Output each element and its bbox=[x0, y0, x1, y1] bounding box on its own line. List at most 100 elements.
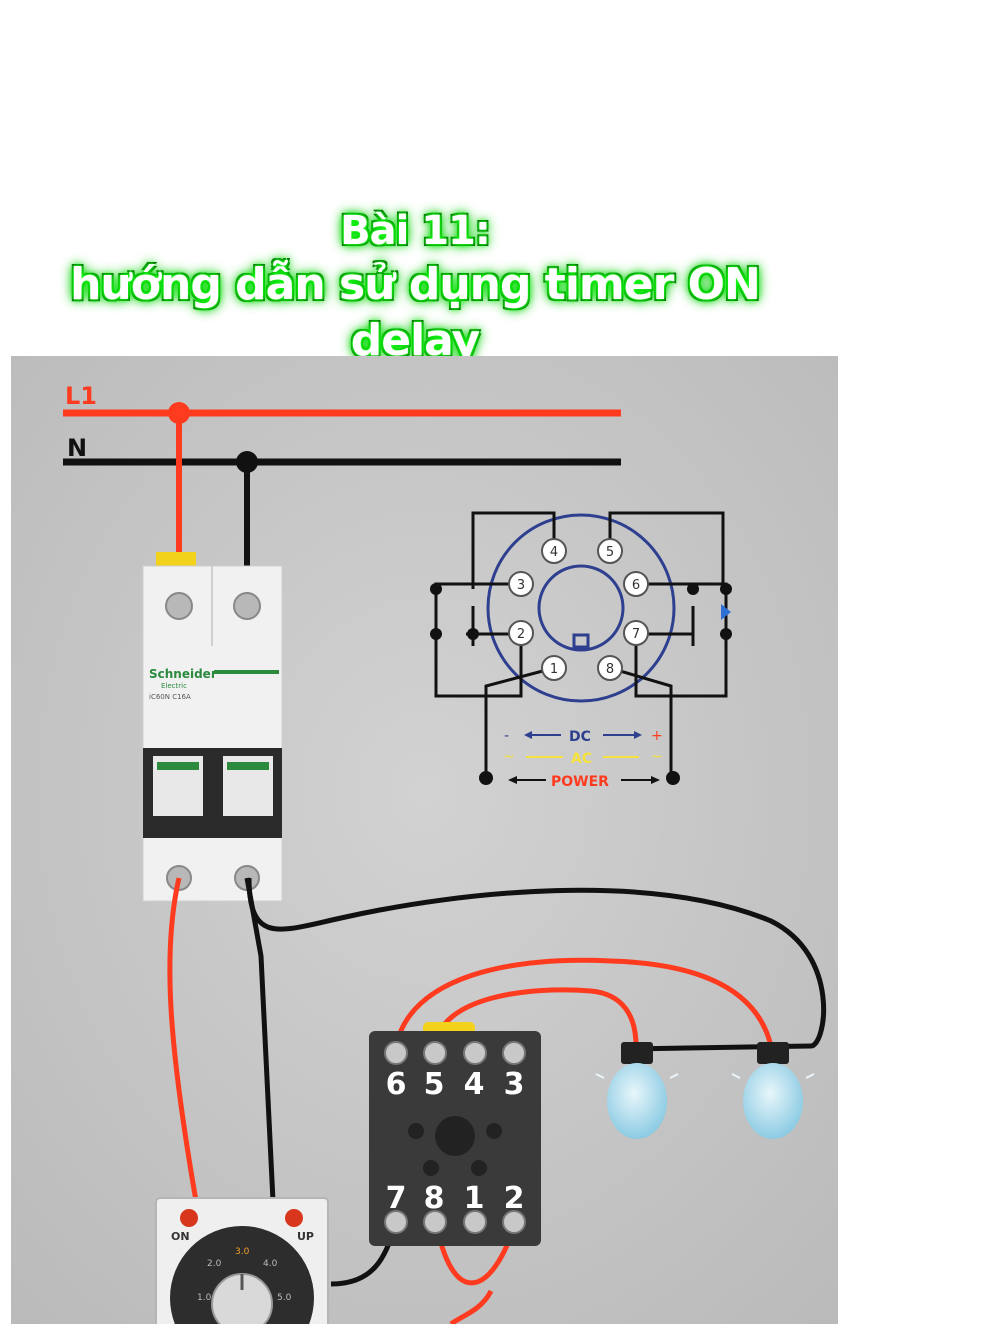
terminal-screw bbox=[423, 1041, 447, 1065]
relay-base-hole bbox=[471, 1160, 487, 1176]
terminal-label-7: 7 bbox=[386, 1181, 407, 1216]
breaker-handle-left-mark bbox=[157, 762, 199, 770]
dc-plus: + bbox=[651, 728, 663, 744]
lamp-2-glow bbox=[805, 1073, 815, 1079]
relay-base-center-hole bbox=[435, 1116, 475, 1156]
lamp-1-glow bbox=[595, 1073, 605, 1079]
socket-inner-ring bbox=[537, 564, 625, 652]
lamp-2-bulb-icon bbox=[743, 1063, 803, 1139]
circuit-breaker: Schneider Electric iC60N C16A bbox=[142, 552, 283, 902]
lamp-2 bbox=[731, 1042, 815, 1139]
terminal-screw bbox=[502, 1210, 526, 1234]
relay-socket-base: 6 5 4 3 7 8 1 2 bbox=[369, 1022, 541, 1246]
contact-arrow-icon bbox=[721, 604, 731, 620]
socket-key bbox=[572, 633, 590, 649]
breaker-terminal-top-left bbox=[165, 592, 193, 620]
terminal-label-4: 4 bbox=[464, 1067, 485, 1102]
terminal-label-2: 2 bbox=[504, 1181, 525, 1216]
breaker-handle-right-mark bbox=[227, 762, 269, 770]
pin-5-label: 5 bbox=[606, 545, 614, 560]
socket-pin-diagram: 4 5 3 6 2 7 1 8 - DC + ~ AC ~ POWER bbox=[430, 511, 732, 790]
power-arrow-left-head bbox=[508, 776, 517, 784]
terminal-label-1: 1 bbox=[464, 1181, 485, 1216]
neutral-to-lamps-wire bbox=[246, 877, 827, 1052]
timer-up-label: UP bbox=[297, 1230, 314, 1243]
terminal-label-8: 8 bbox=[424, 1181, 445, 1216]
terminal-screw bbox=[423, 1210, 447, 1234]
dial-mark-4: 4.0 bbox=[263, 1259, 278, 1269]
caption-line-2: hướng dẫn sử dụng timer ON delay bbox=[70, 259, 761, 366]
timer-relay: ON UP 1.0 2.0 3.0 4.0 5.0 bbox=[155, 1197, 329, 1324]
dial-mark-5: 5.0 bbox=[277, 1293, 292, 1303]
caption-line-1: Bài 11: bbox=[340, 208, 491, 254]
relay-base-hole bbox=[423, 1160, 439, 1176]
pin-8-label: 8 bbox=[606, 662, 614, 677]
dc-label: DC bbox=[569, 729, 591, 745]
dial-mark-3: 3.0 bbox=[235, 1247, 250, 1257]
pin-7-label: 7 bbox=[632, 627, 640, 642]
dial-mark-2: 2.0 bbox=[207, 1259, 222, 1269]
relay-base-hole bbox=[486, 1123, 502, 1139]
bottom-terminal-screws bbox=[384, 1210, 526, 1234]
terminal-screw bbox=[384, 1210, 408, 1234]
power-terminal-right bbox=[666, 771, 680, 785]
l1-label: L1 bbox=[65, 382, 97, 410]
terminal-screw bbox=[384, 1041, 408, 1065]
contact-dot bbox=[467, 628, 479, 640]
lamp-1 bbox=[595, 1042, 679, 1139]
ac-tilde-right: ~ bbox=[651, 749, 663, 765]
contact-dot bbox=[430, 628, 442, 640]
top-terminal-screws bbox=[384, 1041, 526, 1065]
supply-lines: L1 N bbox=[63, 382, 621, 473]
contact-wiring bbox=[434, 511, 728, 778]
pin-3-label: 3 bbox=[517, 578, 525, 593]
dc-arrow-left-head bbox=[524, 731, 532, 739]
lamp-1-glow bbox=[669, 1073, 679, 1079]
n-label: N bbox=[67, 434, 87, 462]
lamp-2-socket bbox=[757, 1042, 789, 1064]
terminal-label-5: 5 bbox=[424, 1067, 445, 1102]
pin-4: 4 bbox=[541, 538, 567, 564]
timer-on-led bbox=[180, 1209, 198, 1227]
terminal-screw bbox=[463, 1041, 487, 1065]
power-legend: - DC + ~ AC ~ POWER bbox=[479, 728, 680, 790]
dc-arrow-right-head bbox=[634, 731, 642, 739]
pin-4-label: 4 bbox=[550, 545, 558, 560]
pin8-pin2-wire bbox=[433, 1220, 519, 1324]
contact-dot bbox=[687, 583, 699, 595]
neutral-to-timer-wire bbox=[244, 877, 276, 1202]
timer-up-led bbox=[285, 1209, 303, 1227]
breaker-green-stripe bbox=[214, 670, 279, 674]
dial-mark-1: 1.0 bbox=[197, 1293, 212, 1303]
breaker-top-clip bbox=[156, 552, 196, 566]
wiring-diagram: L1 N Schneider Electric iC60N C16A bbox=[11, 356, 838, 1324]
breaker-brand: Schneider bbox=[149, 667, 217, 681]
timer-on-label: ON bbox=[171, 1230, 190, 1243]
pin-5: 5 bbox=[597, 538, 623, 564]
ac-label: AC bbox=[571, 751, 592, 767]
live-to-timer-wire bbox=[167, 877, 199, 1202]
pin6-to-lamp2-wire bbox=[393, 957, 774, 1047]
relay-base-hole bbox=[408, 1123, 424, 1139]
pin-6-label: 6 bbox=[632, 578, 640, 593]
terminal-label-3: 3 bbox=[504, 1067, 525, 1102]
contact-dot bbox=[430, 583, 442, 595]
lamp-1-socket bbox=[621, 1042, 653, 1064]
pin-1: 1 bbox=[541, 655, 567, 681]
socket-outer-ring bbox=[486, 513, 676, 703]
ac-tilde-left: ~ bbox=[503, 749, 515, 765]
lamp-2-glow bbox=[731, 1073, 741, 1079]
contact-dot bbox=[720, 628, 732, 640]
pin-1-label: 1 bbox=[550, 662, 558, 677]
power-label: POWER bbox=[551, 774, 609, 790]
pin5-to-lamp1-wire bbox=[432, 987, 639, 1047]
terminal-label-6: 6 bbox=[386, 1067, 407, 1102]
pin-7: 7 bbox=[623, 620, 649, 646]
video-caption: Bài 11: hướng dẫn sử dụng timer ON delay bbox=[0, 205, 830, 369]
breaker-model: iC60N C16A bbox=[149, 693, 191, 701]
power-terminal-left bbox=[479, 771, 493, 785]
breaker-brand-sub: Electric bbox=[161, 682, 187, 690]
terminal-screw bbox=[502, 1041, 526, 1065]
lamp-1-bulb-icon bbox=[607, 1063, 667, 1139]
power-arrow-right-head bbox=[651, 776, 660, 784]
